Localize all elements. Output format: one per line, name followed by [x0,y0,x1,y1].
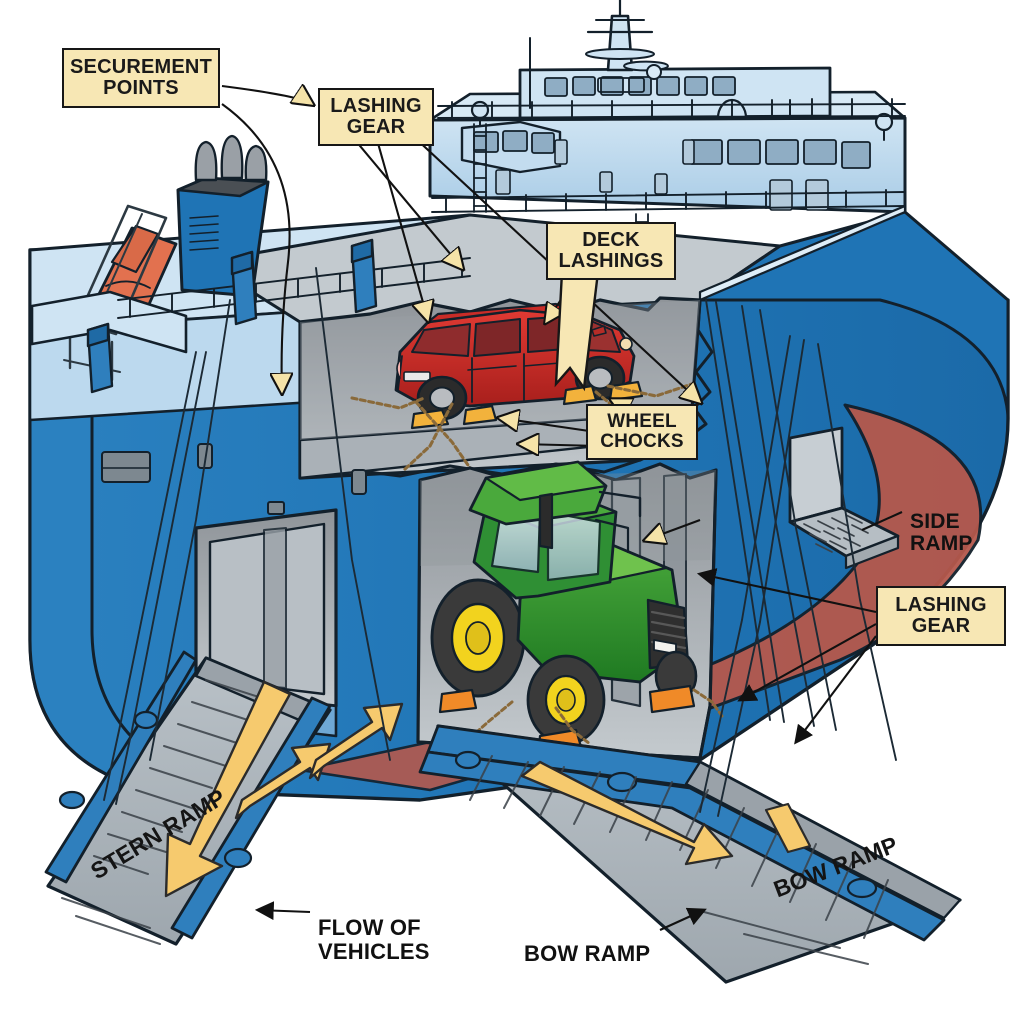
label-side-ramp: SIDE RAMP [910,488,973,556]
label-flow-of-vehicles: FLOW OF VEHICLES [318,892,430,963]
callout-wheel-chocks-label: WHEEL CHOCKS [600,410,684,452]
label-bow-ramp-pointer: BOW RAMP [524,918,650,966]
label-flow-of-vehicles-text: FLOW OF VEHICLES [318,914,430,964]
callout-lashing-gear-top[interactable]: LASHING GEAR [318,88,434,146]
callout-lashing-gear-top-label: LASHING GEAR [330,94,422,138]
deck-lashings-tail [554,270,600,392]
callout-wheel-chocks[interactable]: WHEEL CHOCKS [586,404,698,460]
callout-securement-points[interactable]: SECUREMENT POINTS [62,48,220,108]
callout-securement-points-label: SECUREMENT POINTS [69,55,212,99]
callout-deck-lashings[interactable]: DECK LASHINGS [546,222,676,280]
callout-lashing-gear-right-label: LASHING GEAR [895,593,987,637]
flow-arrow [164,680,812,898]
callout-deck-lashings-label: DECK LASHINGS [558,228,664,272]
wheel-chock [410,380,644,430]
lashing-line [103,267,897,817]
label-bow-ramp-pointer-text: BOW RAMP [524,940,651,966]
label-side-ramp-text: SIDE RAMP [910,509,973,556]
callout-lashing-gear-right[interactable]: LASHING GEAR [876,586,1006,646]
